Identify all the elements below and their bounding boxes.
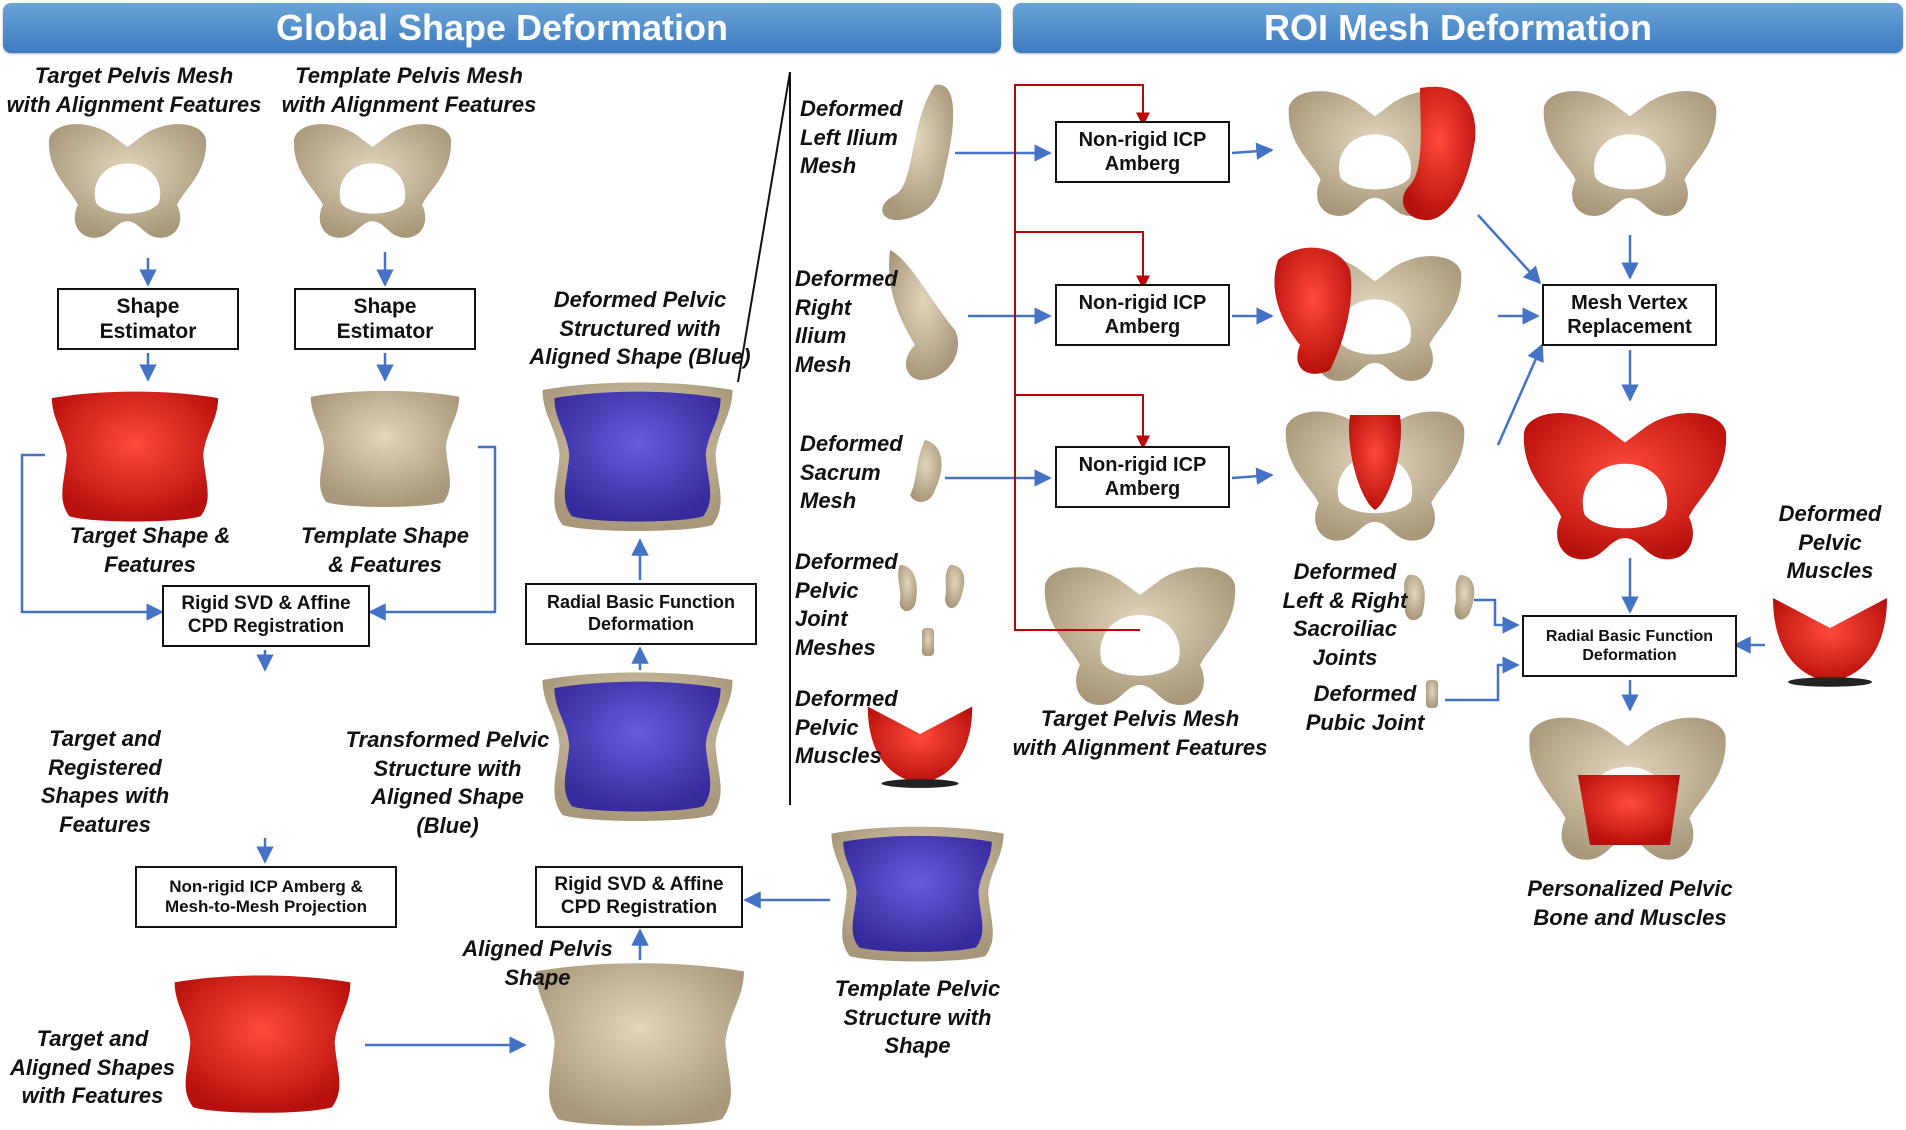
deformed-muscles-mid-label: Deformed Pelvic Muscles xyxy=(795,686,898,769)
mesh-vertex-box: Mesh Vertex Replacement xyxy=(1542,284,1717,346)
muscles-right-image xyxy=(1773,598,1887,687)
right-ilium-mesh-image xyxy=(889,250,959,380)
deformed-sacrum-label: Deformed Sacrum Mesh xyxy=(800,431,903,514)
rigid-svd-1-text: Rigid SVD & Affine CPD Registration xyxy=(181,593,351,637)
icp-1-text: Non-rigid ICP Amberg xyxy=(1078,129,1207,175)
shape-estimator-2-text: Shape Estimator xyxy=(336,294,434,343)
deformed-muscles-right-label: Deformed Pelvic Muscles xyxy=(1778,501,1882,584)
personalized-label: Personalized Pelvic Bone and Muscles xyxy=(1527,876,1733,930)
sacrum-mesh-image xyxy=(910,440,942,502)
target-pelvis-mesh-label: Target Pelvis Mesh with Alignment Featur… xyxy=(6,63,262,117)
roi-red-left-ilium xyxy=(1402,86,1476,221)
icp-1-box: Non-rigid ICP Amberg xyxy=(1055,121,1230,183)
joint-meshes-image xyxy=(898,565,965,656)
roi-mesh-deformation-header: ROI Mesh Deformation xyxy=(1013,3,1903,53)
icp-2-box: Non-rigid ICP Amberg xyxy=(1055,284,1230,346)
deformed-pubic-label: Deformed Pubic Joint xyxy=(1305,681,1425,735)
mesh-vertex-result-image xyxy=(1523,413,1727,560)
rbf-1-box: Radial Basic Function Deformation xyxy=(525,583,757,645)
aligned-pelvis-label: Aligned Pelvis Shape xyxy=(462,936,613,990)
rbf-2-text: Radial Basic Function Deformation xyxy=(1545,627,1714,664)
left-ilium-mesh-image xyxy=(882,84,954,221)
rbf-2-box: Radial Basic Function Deformation xyxy=(1522,615,1737,677)
rigid-svd-2-text: Rigid SVD & Affine CPD Registration xyxy=(554,874,724,918)
transformed-pelvic-label: Transformed Pelvic Structure with Aligne… xyxy=(345,727,550,838)
roi-template-image xyxy=(1543,91,1717,216)
target-pelvis-mesh-2-label: Target Pelvis Mesh with Alignment Featur… xyxy=(1012,706,1268,760)
nonrigid-icp-projection-box: Non-rigid ICP Amberg & Mesh-to-Mesh Proj… xyxy=(135,866,397,928)
template-shape-image xyxy=(310,390,460,507)
template-pelvic-structure-label: Template Pelvic Structure with Shape xyxy=(834,976,1001,1059)
nonrigid-icp-projection-text: Non-rigid ICP Amberg & Mesh-to-Mesh Proj… xyxy=(164,876,368,916)
target-shape-label: Target Shape & Features xyxy=(69,523,231,577)
deformed-right-ilium-label: Deformed Right Ilium Mesh xyxy=(795,266,898,377)
shape-estimator-1-box: Shape Estimator xyxy=(57,288,239,350)
deformed-joint-meshes-label: Deformed Pelvic Joint Meshes xyxy=(795,549,898,660)
icp-3-text: Non-rigid ICP Amberg xyxy=(1078,454,1207,500)
deformed-left-ilium-label: Deformed Left Ilium Mesh xyxy=(800,96,903,179)
mesh-vertex-text: Mesh Vertex Replacement xyxy=(1567,292,1692,338)
template-shape-label: Template Shape & Features xyxy=(301,523,469,577)
rbf-sacroiliac-image xyxy=(1404,574,1475,708)
deformed-sacroiliac-label: Deformed Left & Right Sacroiliac Joints xyxy=(1282,559,1408,670)
target-registered-label: Target and Registered Shapes with Featur… xyxy=(40,726,170,837)
target-pelvis-mesh-image xyxy=(48,124,207,238)
icp-3-box: Non-rigid ICP Amberg xyxy=(1055,446,1230,508)
icp-2-text: Non-rigid ICP Amberg xyxy=(1078,292,1207,338)
roi-red-right-ilium xyxy=(1274,247,1352,374)
global-shape-deformation-header: Global Shape Deformation xyxy=(3,3,1001,53)
roi-red-sacrum xyxy=(1349,415,1401,510)
target-pelvis-mesh-2-image xyxy=(1044,567,1236,705)
template-pelvis-mesh-image xyxy=(293,124,452,238)
rigid-svd-1-box: Rigid SVD & Affine CPD Registration xyxy=(162,585,370,647)
shape-estimator-1-text: Shape Estimator xyxy=(99,294,197,343)
rbf-1-text: Radial Basic Function Deformation xyxy=(546,592,736,634)
template-pelvis-mesh-label: Template Pelvis Mesh with Alignment Feat… xyxy=(281,63,537,117)
target-aligned-label: Target and Aligned Shapes with Features xyxy=(9,1026,176,1109)
deformed-pelvic-structured-label: Deformed Pelvic Structured with Aligned … xyxy=(529,287,751,370)
rigid-svd-2-box: Rigid SVD & Affine CPD Registration xyxy=(535,866,743,928)
target-shape-red-image xyxy=(51,391,219,522)
target-aligned-shapes-image xyxy=(174,975,351,1113)
shape-estimator-2-box: Shape Estimator xyxy=(294,288,476,350)
